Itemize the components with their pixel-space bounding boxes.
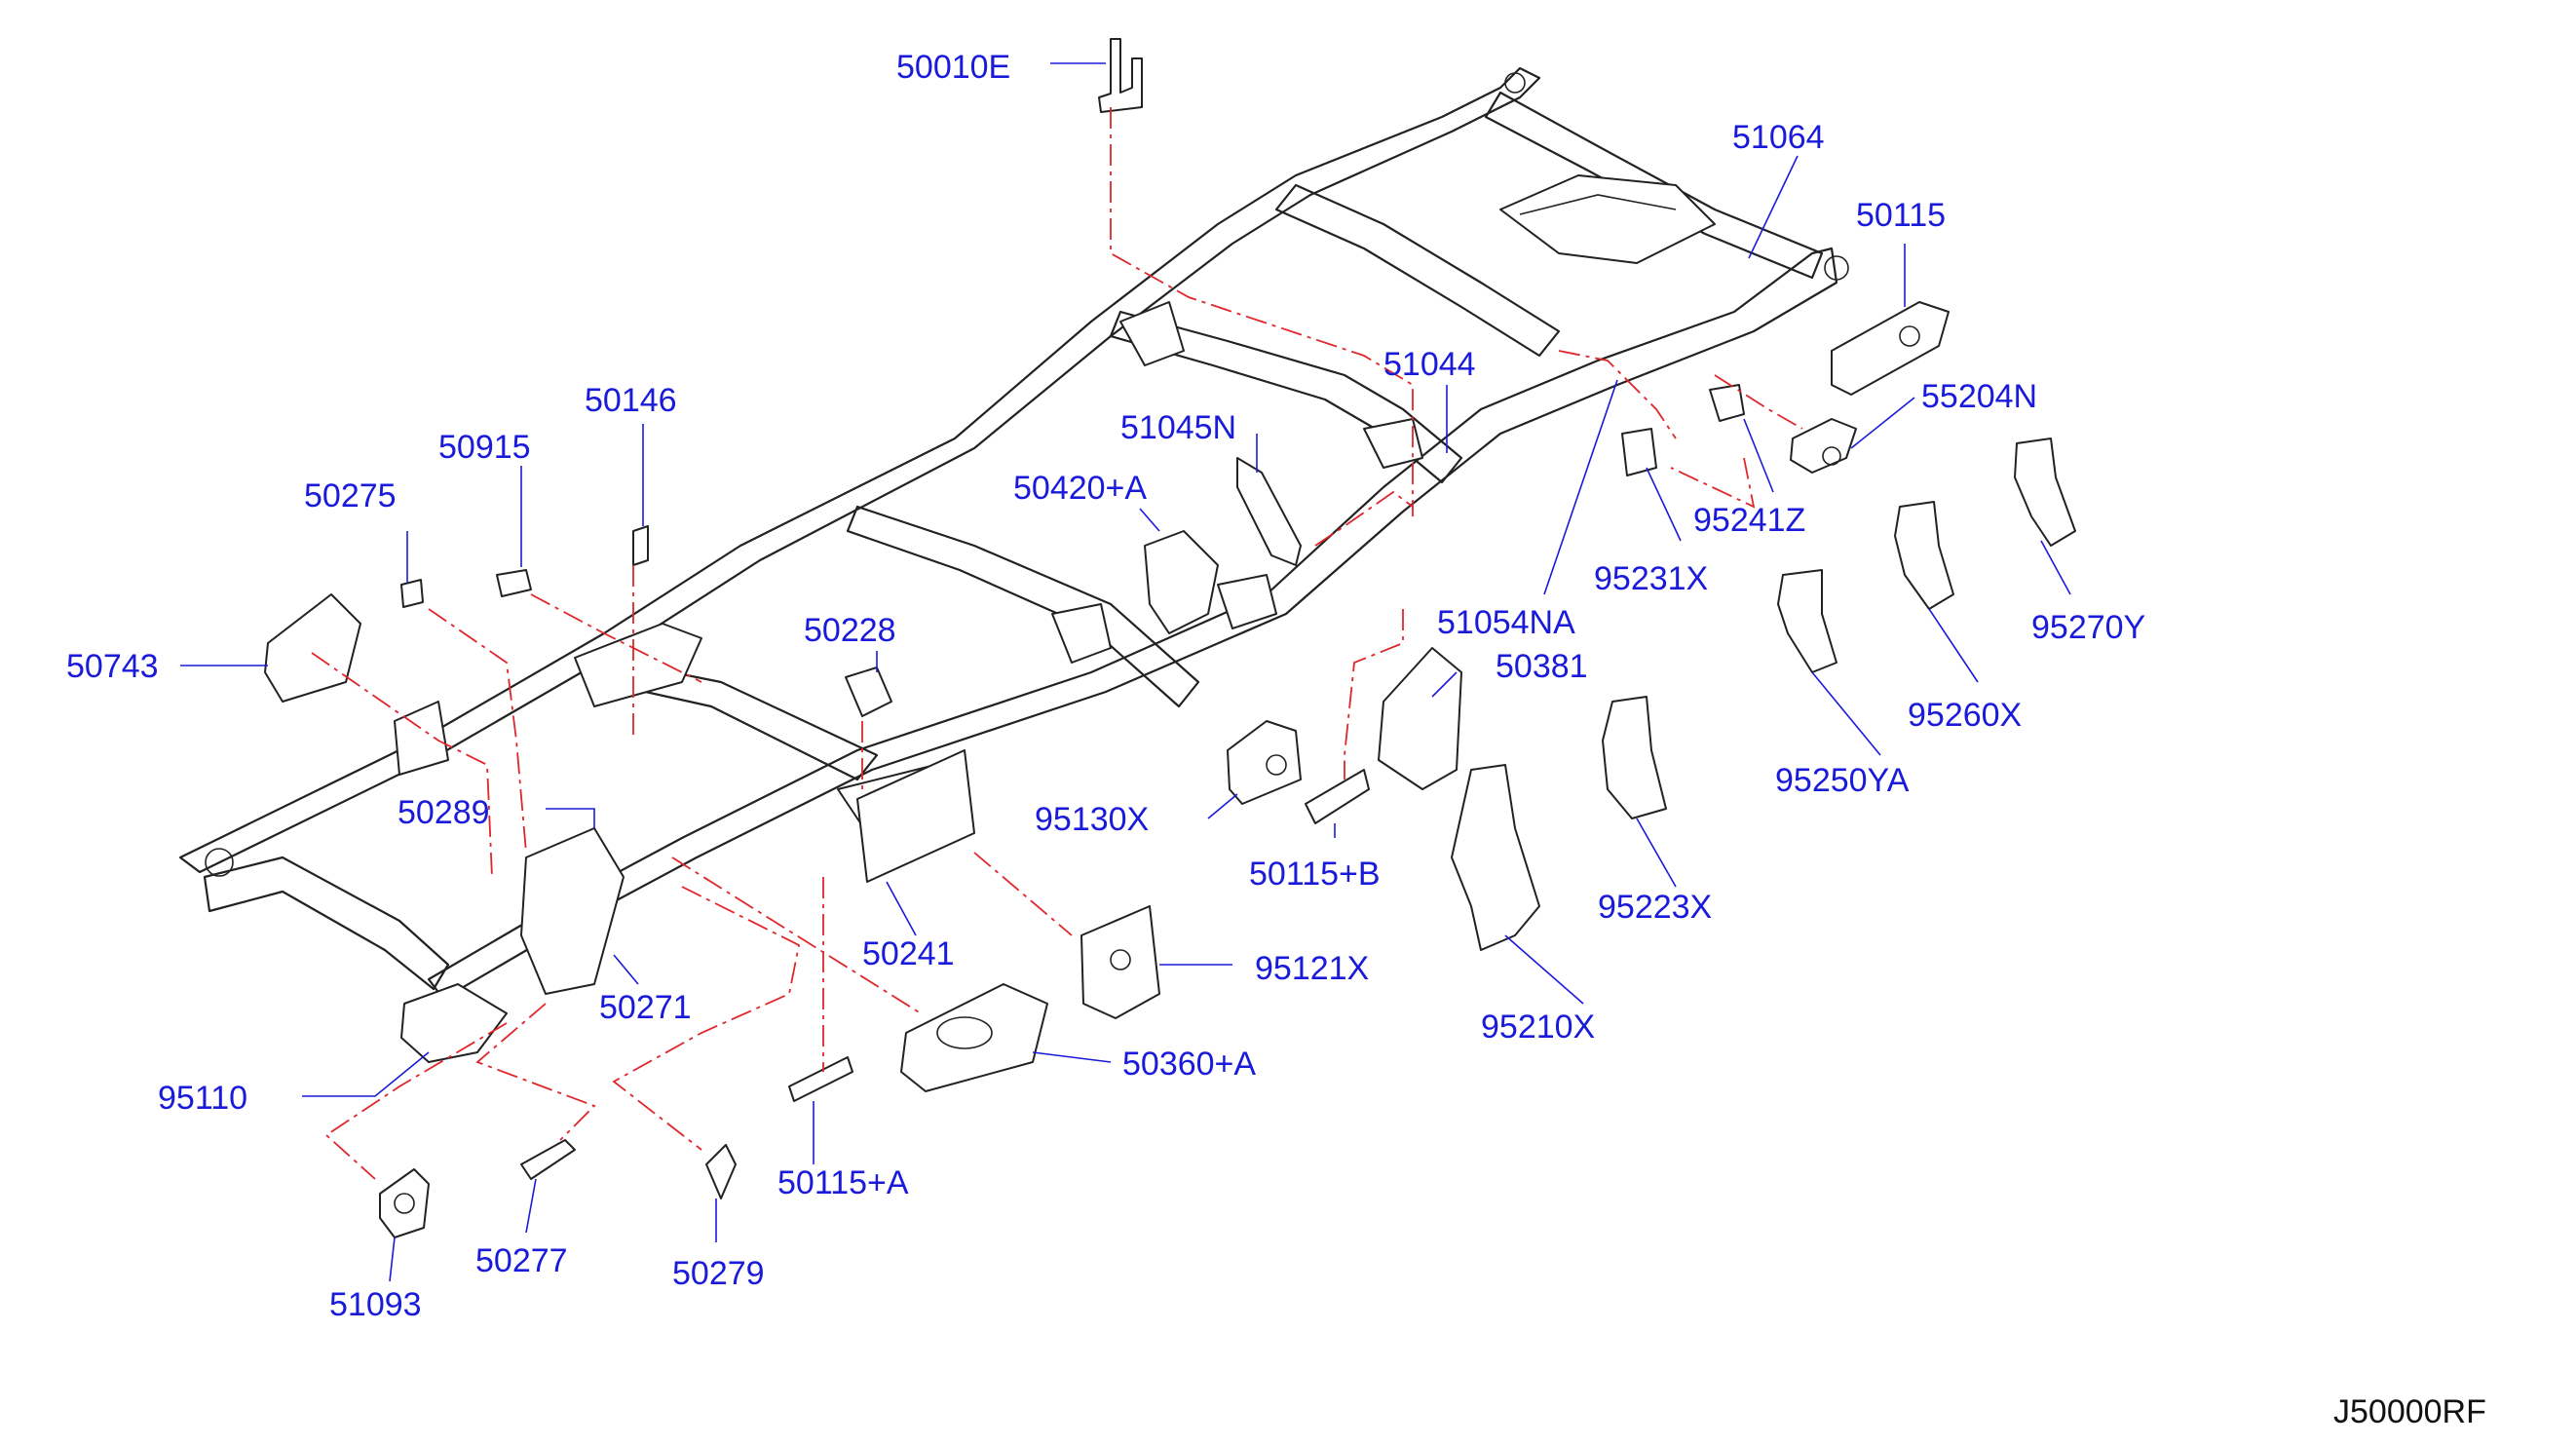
part-50228 xyxy=(845,666,892,717)
callout-51093: 51093 xyxy=(329,1286,422,1323)
part-95110 xyxy=(400,983,508,1063)
chassis-frame xyxy=(178,66,1849,1030)
callout-95241Z: 95241Z xyxy=(1693,502,1805,539)
part-95250YA xyxy=(1777,569,1837,673)
diagram-id-label: J50000RF xyxy=(2333,1393,2486,1430)
callout-95121X: 95121X xyxy=(1255,950,1369,987)
rear-crossmember xyxy=(1484,91,1824,280)
left-side-rail xyxy=(178,66,1541,874)
callout-50115A: 50115+A xyxy=(777,1164,909,1201)
part-95231X xyxy=(1621,428,1657,476)
callout-50420A: 50420+A xyxy=(1013,470,1147,507)
part-50241 xyxy=(856,749,975,883)
callout-50743: 50743 xyxy=(66,648,159,685)
callout-50271: 50271 xyxy=(599,989,692,1026)
part-50279 xyxy=(705,1144,737,1199)
callout-50360A: 50360+A xyxy=(1122,1046,1256,1083)
callout-51064: 51064 xyxy=(1732,119,1825,156)
part-50381 xyxy=(1378,647,1462,790)
spare-tire-carrier xyxy=(1499,174,1716,264)
part-50289 xyxy=(394,701,449,776)
part-50420A xyxy=(1144,530,1219,634)
callout-51054NA: 51054NA xyxy=(1437,604,1575,641)
assembly-guides xyxy=(311,107,1803,1180)
part-50360A xyxy=(900,983,1048,1092)
part-50115B xyxy=(1305,769,1370,824)
callout-95260X: 95260X xyxy=(1908,697,2022,734)
callout-50146: 50146 xyxy=(585,382,677,419)
part-55204N xyxy=(1790,418,1857,474)
crossmember-3-tube xyxy=(846,505,1200,708)
part-50010E xyxy=(1098,38,1143,113)
callout-50915: 50915 xyxy=(438,429,531,466)
callout-95231X: 95231X xyxy=(1594,560,1708,597)
callout-95110: 95110 xyxy=(158,1080,247,1117)
part-50115A xyxy=(788,1056,853,1102)
part-50115 xyxy=(1831,301,1950,396)
callout-50115: 50115 xyxy=(1856,197,1946,234)
callout-51045N: 51045N xyxy=(1120,409,1236,446)
callout-55204N: 55204N xyxy=(1921,378,2037,415)
part-50277 xyxy=(520,1139,576,1180)
callout-50010E: 50010E xyxy=(896,49,1010,86)
crossmember-5-tube xyxy=(1274,183,1561,358)
part-95121X xyxy=(1080,905,1160,1019)
part-95130X xyxy=(1227,720,1302,805)
callout-51044: 51044 xyxy=(1383,346,1476,383)
part-50146 xyxy=(632,525,649,566)
callout-labels: 50010E 51064 50115 51044 55204N 51045N 5… xyxy=(66,49,2145,1323)
part-50275 xyxy=(400,579,424,608)
right-side-rail xyxy=(427,247,1838,1001)
front-crossmember xyxy=(203,856,450,991)
callout-50289: 50289 xyxy=(398,794,490,831)
part-50915 xyxy=(496,569,532,597)
callout-95223X: 95223X xyxy=(1598,889,1712,926)
callout-50241: 50241 xyxy=(862,935,955,972)
part-95210X xyxy=(1451,764,1540,951)
part-95241Z xyxy=(1709,384,1745,422)
callout-50275: 50275 xyxy=(304,477,397,514)
callout-95270Y: 95270Y xyxy=(2031,609,2145,646)
callout-50277: 50277 xyxy=(475,1242,568,1279)
part-51045N xyxy=(1236,457,1302,566)
part-95270Y xyxy=(2014,438,2076,547)
part-50271 xyxy=(520,827,625,995)
callout-95250YA: 95250YA xyxy=(1775,762,1910,799)
callout-95130X: 95130X xyxy=(1035,801,1149,838)
crossmember-4 xyxy=(1109,310,1463,484)
part-95223X xyxy=(1602,696,1667,819)
callout-50381: 50381 xyxy=(1496,648,1588,685)
callout-50115B: 50115+B xyxy=(1249,856,1381,893)
callout-50228: 50228 xyxy=(804,612,896,649)
loose-parts xyxy=(264,38,2076,1238)
part-50743 xyxy=(264,593,361,703)
part-95260X xyxy=(1894,501,1954,610)
leader-lines xyxy=(180,62,2071,1282)
callout-50279: 50279 xyxy=(672,1255,765,1292)
part-51093 xyxy=(379,1168,430,1238)
callout-95210X: 95210X xyxy=(1481,1008,1595,1046)
